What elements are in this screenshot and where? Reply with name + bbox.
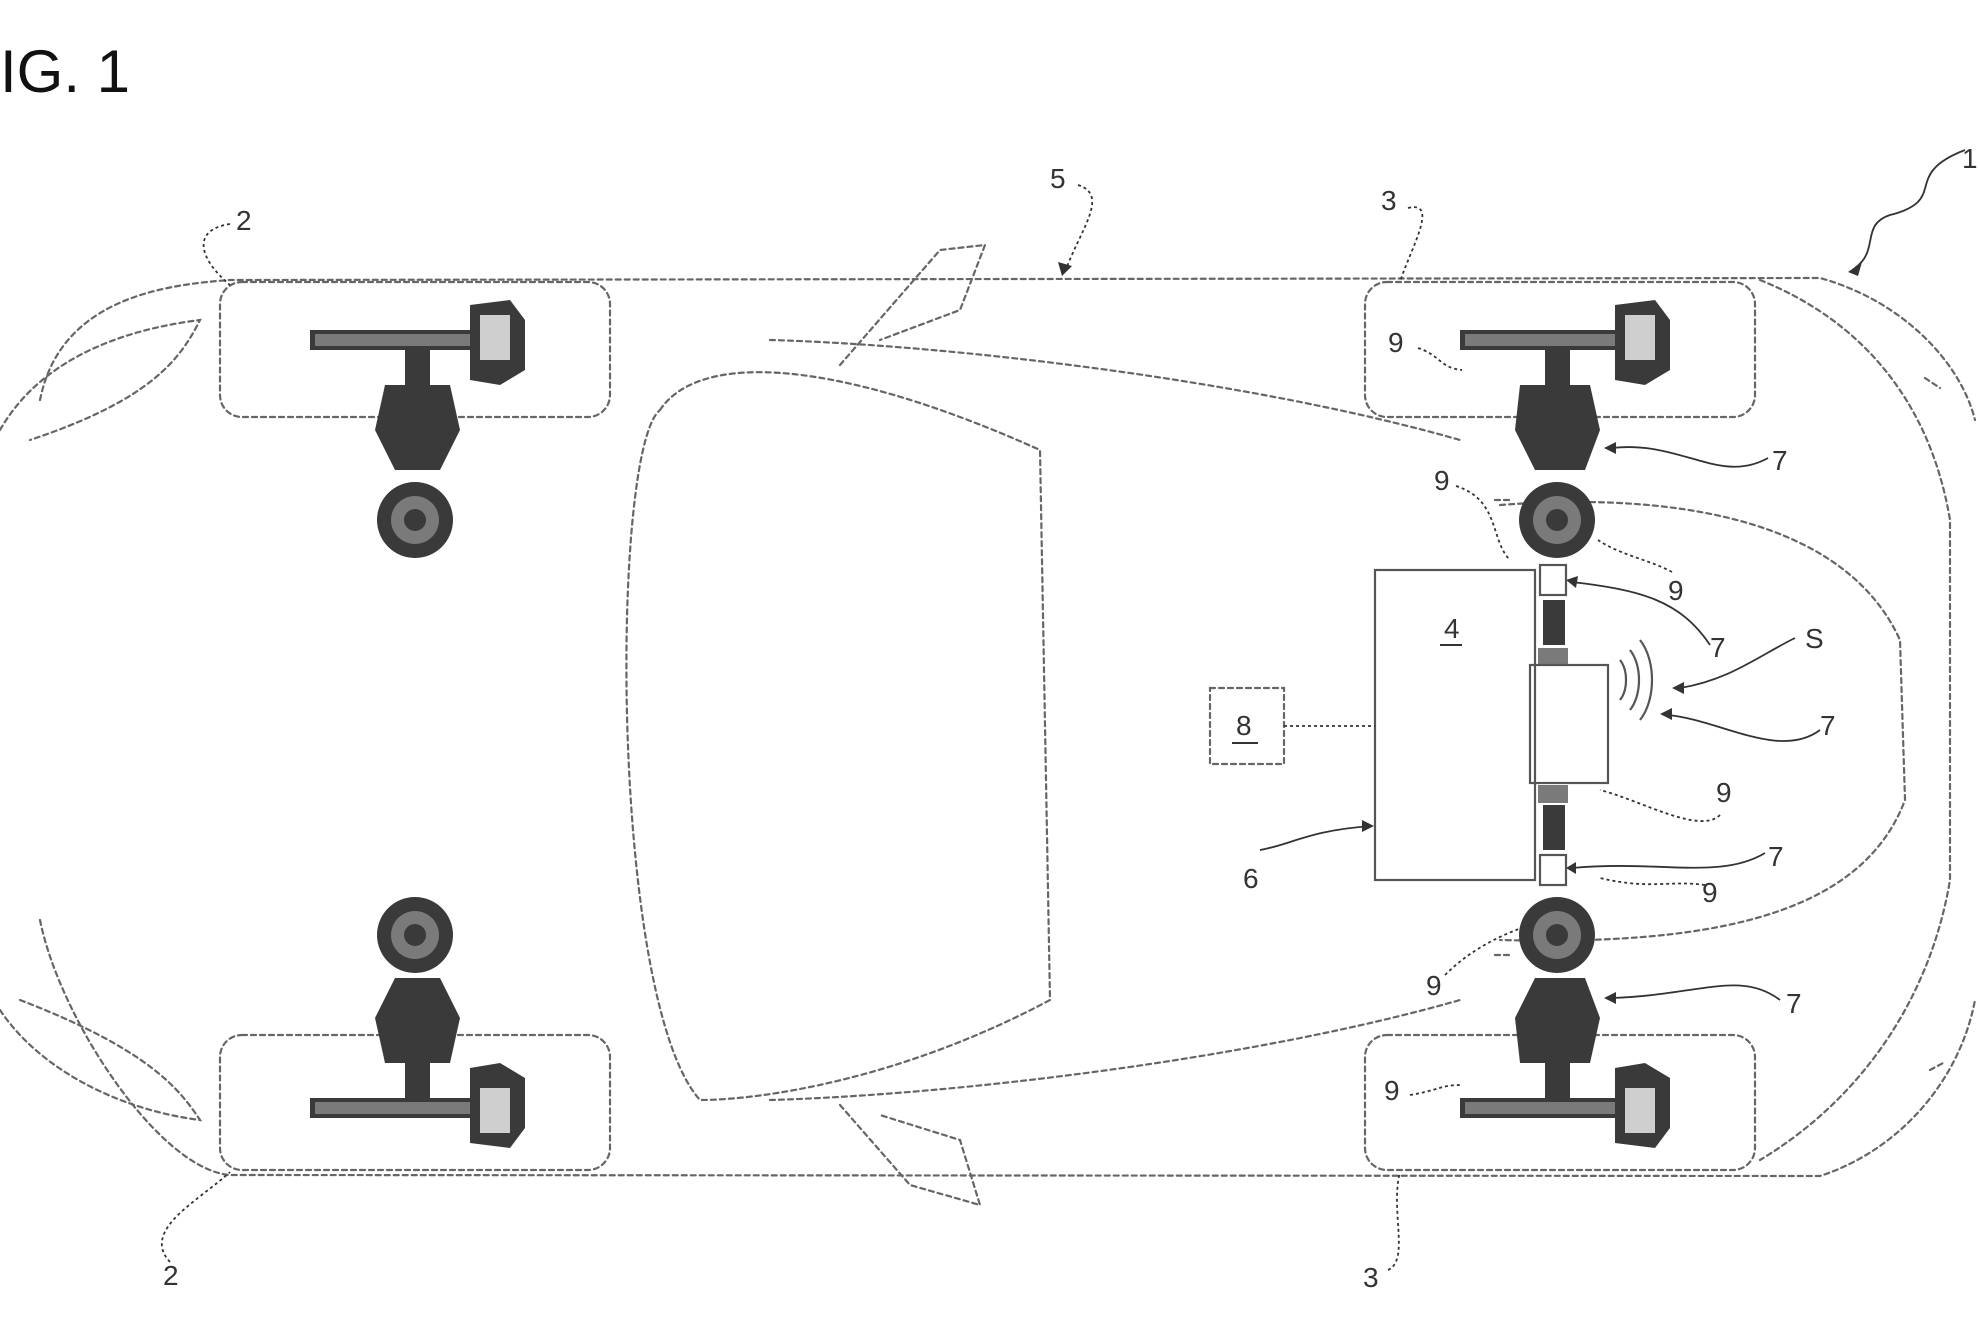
label-9: 9 [1434,465,1450,496]
label-2-bottom: 2 [163,1260,179,1291]
label-6: 6 [1243,863,1259,894]
label-1: 1 [1962,143,1978,174]
label-5: 5 [1050,163,1066,194]
signal-waves-icon [1619,639,1654,721]
figure-title: IG. 1 [0,38,130,105]
brake-assembly-front-top [310,300,525,558]
differential-housing [1528,663,1610,785]
label-8: 8 [1236,710,1252,741]
unit-box-4 [1373,568,1537,882]
label-9: 9 [1702,877,1718,908]
label-7: 7 [1820,710,1836,741]
label-9: 9 [1668,575,1684,606]
label-9: 9 [1716,777,1732,808]
rear-driveshaft [1538,563,1568,887]
label-7: 7 [1710,632,1726,663]
leader-lines [161,149,1966,1271]
label-9: 9 [1388,327,1404,358]
label-4: 4 [1444,613,1460,644]
label-3-bottom: 3 [1363,1262,1379,1293]
label-9: 9 [1384,1075,1400,1106]
label-2-top: 2 [236,205,252,236]
label-7: 7 [1768,841,1784,872]
brake-assembly-rear-bottom [1460,897,1670,1148]
brake-assembly-front-bottom [310,897,525,1148]
label-s: S [1805,623,1824,654]
label-7: 7 [1786,988,1802,1019]
brake-assembly-rear-top [1460,300,1670,558]
vehicle-body-outline [0,243,1977,1207]
label-7: 7 [1772,445,1788,476]
label-9: 9 [1426,970,1442,1001]
label-3-top: 3 [1381,185,1397,216]
